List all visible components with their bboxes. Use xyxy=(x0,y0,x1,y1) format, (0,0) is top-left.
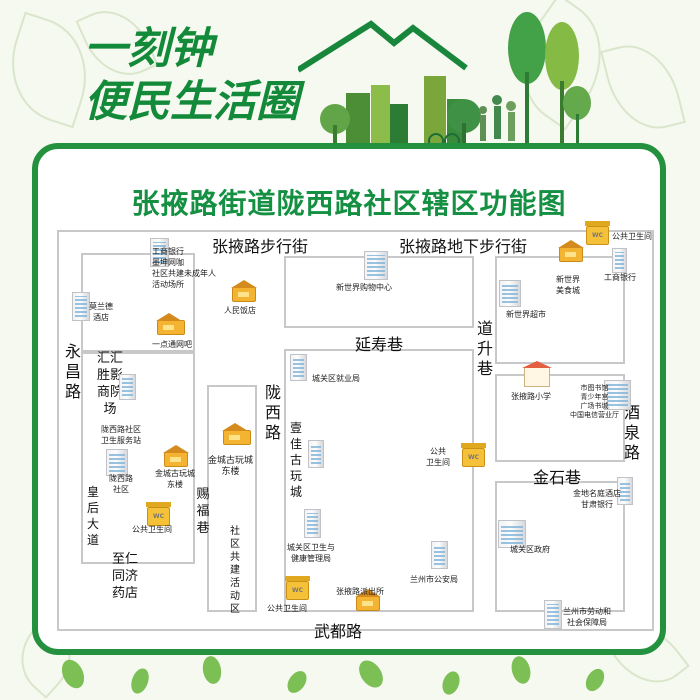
label-icbc-internet-cafe: 工商银行 墨坤网咖 社区共建未成年人 活动场所 xyxy=(152,247,216,289)
label-zhangye-primary-school: 张掖路小学 xyxy=(511,392,551,401)
label-chengguan-government: 城关区政府 xyxy=(510,545,550,554)
road-huanghou-avenue: 皇后大道 xyxy=(86,485,99,547)
label-zhangye-police-station: 张掖路派出所 xyxy=(336,587,384,596)
label-hotel-gansu-bank: 金地名庭酒店 甘肃银行 xyxy=(573,489,621,509)
building-icon xyxy=(604,380,631,410)
label-lanzhou-labor-bureau: 兰州市劳动和 社会保障局 xyxy=(563,607,611,627)
toilet-icon: WC xyxy=(146,502,171,526)
building-icon xyxy=(431,541,448,569)
building-icon xyxy=(150,238,169,267)
landmark-yijia-antique-market: 壹佳古玩城 xyxy=(289,421,302,499)
road-daosheng-lane: 道升巷 xyxy=(476,319,493,378)
block-east-middle xyxy=(495,374,625,462)
building-icon xyxy=(308,440,324,468)
label-toilet-middle-right: 公共 卫生间 xyxy=(426,447,450,467)
road-wudu: 武都路 xyxy=(314,622,363,641)
label-people-restaurant: 人民饭店 xyxy=(224,306,256,315)
label-library-youth-palace-cluster: 市图书馆 青少年宫 广场书城 中国电信营业厅 xyxy=(570,384,619,419)
building-icon xyxy=(612,248,627,273)
label-chengguan-employment-bureau: 城关区就业局 xyxy=(312,374,360,383)
road-cifu-lane: 赐福巷 xyxy=(196,487,210,536)
label-molante-hotel: 莫兰德 酒店 xyxy=(89,302,113,322)
label-toilet-top-right: 公共卫生间 xyxy=(612,232,652,241)
label-icbc-east: 工商银行 xyxy=(604,273,636,282)
city-skyline-illustration xyxy=(298,12,591,149)
restaurant-icon xyxy=(163,445,189,467)
road-zhangye-underground-street: 张掖路地下步行街 xyxy=(399,237,528,256)
bottom-leaf-decor xyxy=(61,656,605,695)
label-lanzhou-public-security: 兰州市公安局 xyxy=(410,575,458,584)
school-icon xyxy=(522,361,552,387)
restaurant-icon xyxy=(355,589,381,611)
label-new-world-food-court: 新世界 美食城 xyxy=(556,275,580,295)
label-chengguan-health-bureau: 城关区卫生与 健康管理局 xyxy=(287,543,335,563)
label-jincheng-antique-east: 金城古玩城 东楼 xyxy=(208,456,254,477)
map-title: 张掖路街道陇西路社区辖区功能图 xyxy=(131,187,567,220)
building-icon xyxy=(72,292,90,321)
toilet-icon: WC xyxy=(585,221,610,245)
building-icon xyxy=(106,449,128,476)
label-yidiantong-net-bar: 一点通网吧 xyxy=(152,340,192,349)
building-icon xyxy=(498,520,526,548)
building-icon xyxy=(544,600,562,629)
road-jiuquan: 酒泉路 xyxy=(623,403,640,462)
building-icon xyxy=(364,251,388,280)
landmark-zhiren-pharmacy: 至仁同济药店 xyxy=(111,552,138,601)
landmark-community-activity-area: 社区共建活动区 xyxy=(230,526,240,615)
label-jincheng-antique-east-small: 金城古玩城 东楼 xyxy=(155,469,195,489)
label-new-world-supermarket: 新世界超市 xyxy=(506,310,546,319)
toilet-icon: WC xyxy=(285,576,310,600)
road-yanshou-lane: 延寿巷 xyxy=(355,335,404,354)
block-longxi-west xyxy=(207,385,257,612)
landmark-huihui-cinema: 汇汇胜影商院场 xyxy=(96,351,123,417)
building-icon xyxy=(304,509,321,538)
block-northwest xyxy=(81,253,195,352)
label-longxi-service-station: 陇西路社区 卫生服务站 xyxy=(101,425,141,445)
building-icon xyxy=(499,280,521,307)
road-longxi: 陇西路 xyxy=(264,383,281,442)
building-icon xyxy=(290,354,307,381)
restaurant-icon xyxy=(222,423,251,445)
header-line-two: 便民生活圈 xyxy=(84,77,299,127)
building-icon xyxy=(617,477,633,505)
label-toilet-left: 公共卫生间 xyxy=(132,525,172,534)
label-new-world-mall: 新世界购物中心 xyxy=(336,283,392,292)
road-jinshi-lane: 金石巷 xyxy=(533,468,582,487)
label-toilet-bottom: 公共卫生间 xyxy=(267,604,307,613)
header-line-one: 一刻钟 xyxy=(84,24,213,74)
label-longxi-community: 陇西路 社区 xyxy=(109,474,133,494)
restaurant-icon xyxy=(558,240,584,262)
road-zhangye-walking-street: 张掖路步行街 xyxy=(212,237,309,256)
block-northeast xyxy=(495,256,625,364)
block-central xyxy=(284,349,474,612)
road-yongchang: 永昌路 xyxy=(64,342,81,401)
restaurant-icon xyxy=(231,280,257,302)
building-icon xyxy=(119,374,136,400)
toilet-icon: WC xyxy=(461,443,486,467)
restaurant-icon xyxy=(156,313,185,335)
